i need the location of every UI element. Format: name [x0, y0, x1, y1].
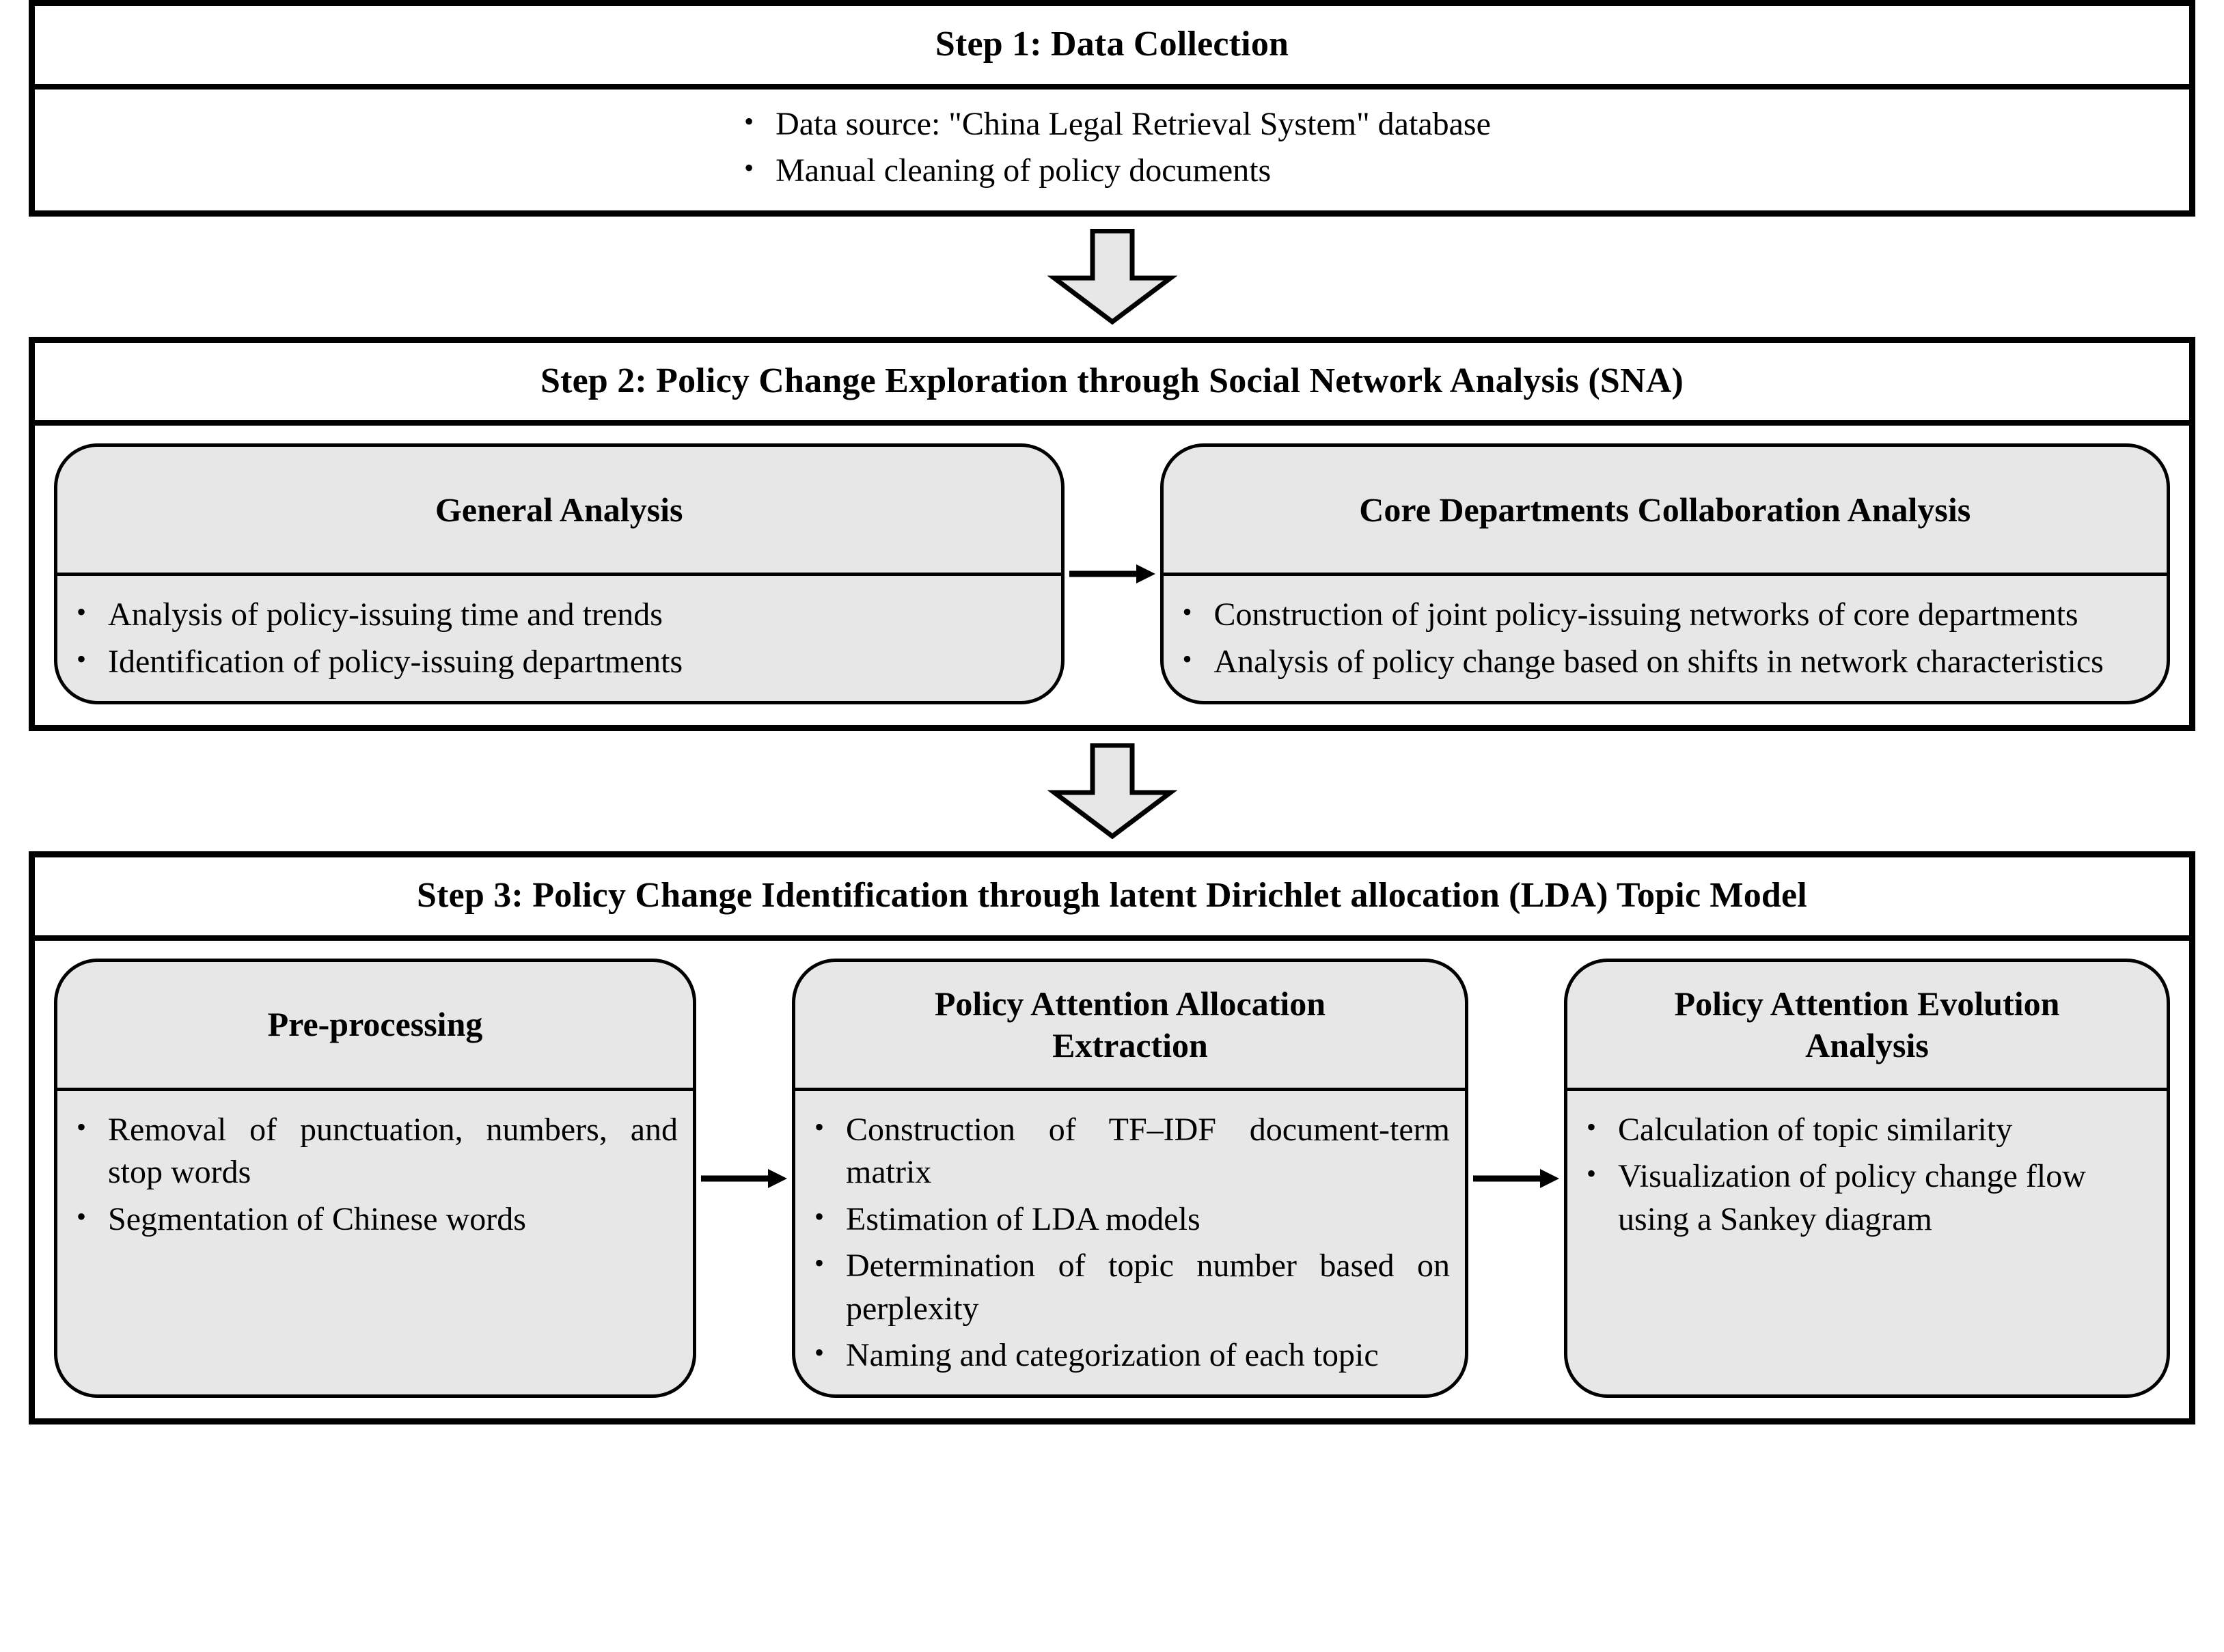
panel-pre-processing-heading: Pre-processing: [57, 962, 693, 1091]
connector-general-to-core: [1065, 443, 1160, 704]
column-attention-allocation: Policy Attention Allocation Extraction C…: [792, 958, 1468, 1399]
panel-attention-allocation: Policy Attention Allocation Extraction C…: [792, 958, 1468, 1399]
list-item: Removal of punctuation, numbers, and sto…: [66, 1107, 678, 1194]
connector-extraction-to-evolution: [1468, 959, 1564, 1398]
panel-heading-line-1: Policy Attention Allocation: [934, 984, 1326, 1023]
step-3-box: Step 3: Policy Change Identification thr…: [29, 851, 2195, 1425]
panel-heading-line-2: Analysis: [1805, 1025, 1929, 1064]
connector-step2-to-step3: [29, 731, 2195, 851]
column-pre-processing: Pre-processing Removal of punctuation, n…: [54, 958, 696, 1399]
list-item: Manual cleaning of policy documents: [733, 148, 1491, 192]
list-item: Analysis of policy change based on shift…: [1172, 639, 2152, 683]
panel-core-departments-heading: Core Departments Collaboration Analysis: [1163, 447, 2167, 577]
list-item: Determination of topic number based on p…: [804, 1243, 1450, 1330]
attention-evolution-bullet-list: Calculation of topic similarity Visualiz…: [1576, 1107, 2152, 1241]
connector-pre-to-extraction: [696, 959, 792, 1398]
step-1-box: Step 1: Data Collection Data source: "Ch…: [29, 0, 2195, 217]
panel-general-analysis: General Analysis Analysis of policy-issu…: [54, 443, 1065, 705]
step-1-title: Step 1: Data Collection: [35, 6, 2189, 90]
step-1-body: Data source: "China Legal Retrieval Syst…: [35, 90, 2189, 210]
list-item: Estimation of LDA models: [804, 1197, 1450, 1241]
step-2-box: Step 2: Policy Change Exploration throug…: [29, 336, 2195, 732]
attention-allocation-bullet-list: Construction of TF–IDF document-term mat…: [804, 1107, 1450, 1377]
panel-heading-line-2: Extraction: [1052, 1025, 1208, 1064]
panel-attention-allocation-heading: Policy Attention Allocation Extraction: [795, 962, 1465, 1091]
list-item: Identification of policy-issuing departm…: [66, 639, 1046, 683]
column-attention-evolution: Policy Attention Evolution Analysis Calc…: [1564, 958, 2170, 1399]
panel-general-analysis-body: Analysis of policy-issuing time and tren…: [57, 576, 1061, 701]
list-item: Calculation of topic similarity: [1576, 1107, 2152, 1151]
panel-heading-line-1: Policy Attention Evolution: [1674, 984, 2060, 1023]
list-item: Construction of joint policy-issuing net…: [1172, 592, 2152, 636]
list-item: Naming and categorization of each topic: [804, 1333, 1450, 1377]
panel-attention-evolution-heading: Policy Attention Evolution Analysis: [1567, 962, 2167, 1091]
general-analysis-bullet-list: Analysis of policy-issuing time and tren…: [66, 592, 1046, 683]
step-2-title: Step 2: Policy Change Exploration throug…: [35, 343, 2189, 426]
core-departments-bullet-list: Construction of joint policy-issuing net…: [1172, 592, 2152, 683]
step-2-panel-row: General Analysis Analysis of policy-issu…: [54, 443, 2170, 705]
down-block-arrow-icon: [1047, 743, 1177, 840]
panel-attention-allocation-body: Construction of TF–IDF document-term mat…: [795, 1091, 1465, 1394]
list-item: Construction of TF–IDF document-term mat…: [804, 1107, 1450, 1194]
step-2-body: General Analysis Analysis of policy-issu…: [35, 426, 2189, 725]
right-arrow-icon: [701, 1168, 787, 1188]
panel-pre-processing-body: Removal of punctuation, numbers, and sto…: [57, 1091, 693, 1394]
right-arrow-icon: [1069, 564, 1155, 584]
panel-core-departments: Core Departments Collaboration Analysis …: [1159, 443, 2170, 705]
panel-attention-evolution: Policy Attention Evolution Analysis Calc…: [1564, 958, 2170, 1399]
list-item: Analysis of policy-issuing time and tren…: [66, 592, 1046, 636]
list-item: Data source: "China Legal Retrieval Syst…: [733, 102, 1491, 146]
list-item: Segmentation of Chinese words: [66, 1197, 678, 1241]
down-block-arrow-icon: [1047, 228, 1177, 325]
list-item: Visualization of policy change flow usin…: [1576, 1154, 2152, 1241]
panel-general-analysis-heading: General Analysis: [57, 447, 1061, 577]
step-3-title: Step 3: Policy Change Identification thr…: [35, 857, 2189, 941]
pre-processing-bullet-list: Removal of punctuation, numbers, and sto…: [66, 1107, 678, 1241]
panel-attention-evolution-body: Calculation of topic similarity Visualiz…: [1567, 1091, 2167, 1394]
panel-core-departments-body: Construction of joint policy-issuing net…: [1164, 576, 2167, 701]
panel-pre-processing: Pre-processing Removal of punctuation, n…: [54, 958, 696, 1399]
right-arrow-icon: [1473, 1168, 1559, 1188]
step-1-bullet-list: Data source: "China Legal Retrieval Syst…: [733, 102, 1491, 193]
step-3-body: Pre-processing Removal of punctuation, n…: [35, 941, 2189, 1418]
connector-step1-to-step2: [29, 217, 2195, 337]
step-3-panel-row: Pre-processing Removal of punctuation, n…: [54, 958, 2170, 1399]
